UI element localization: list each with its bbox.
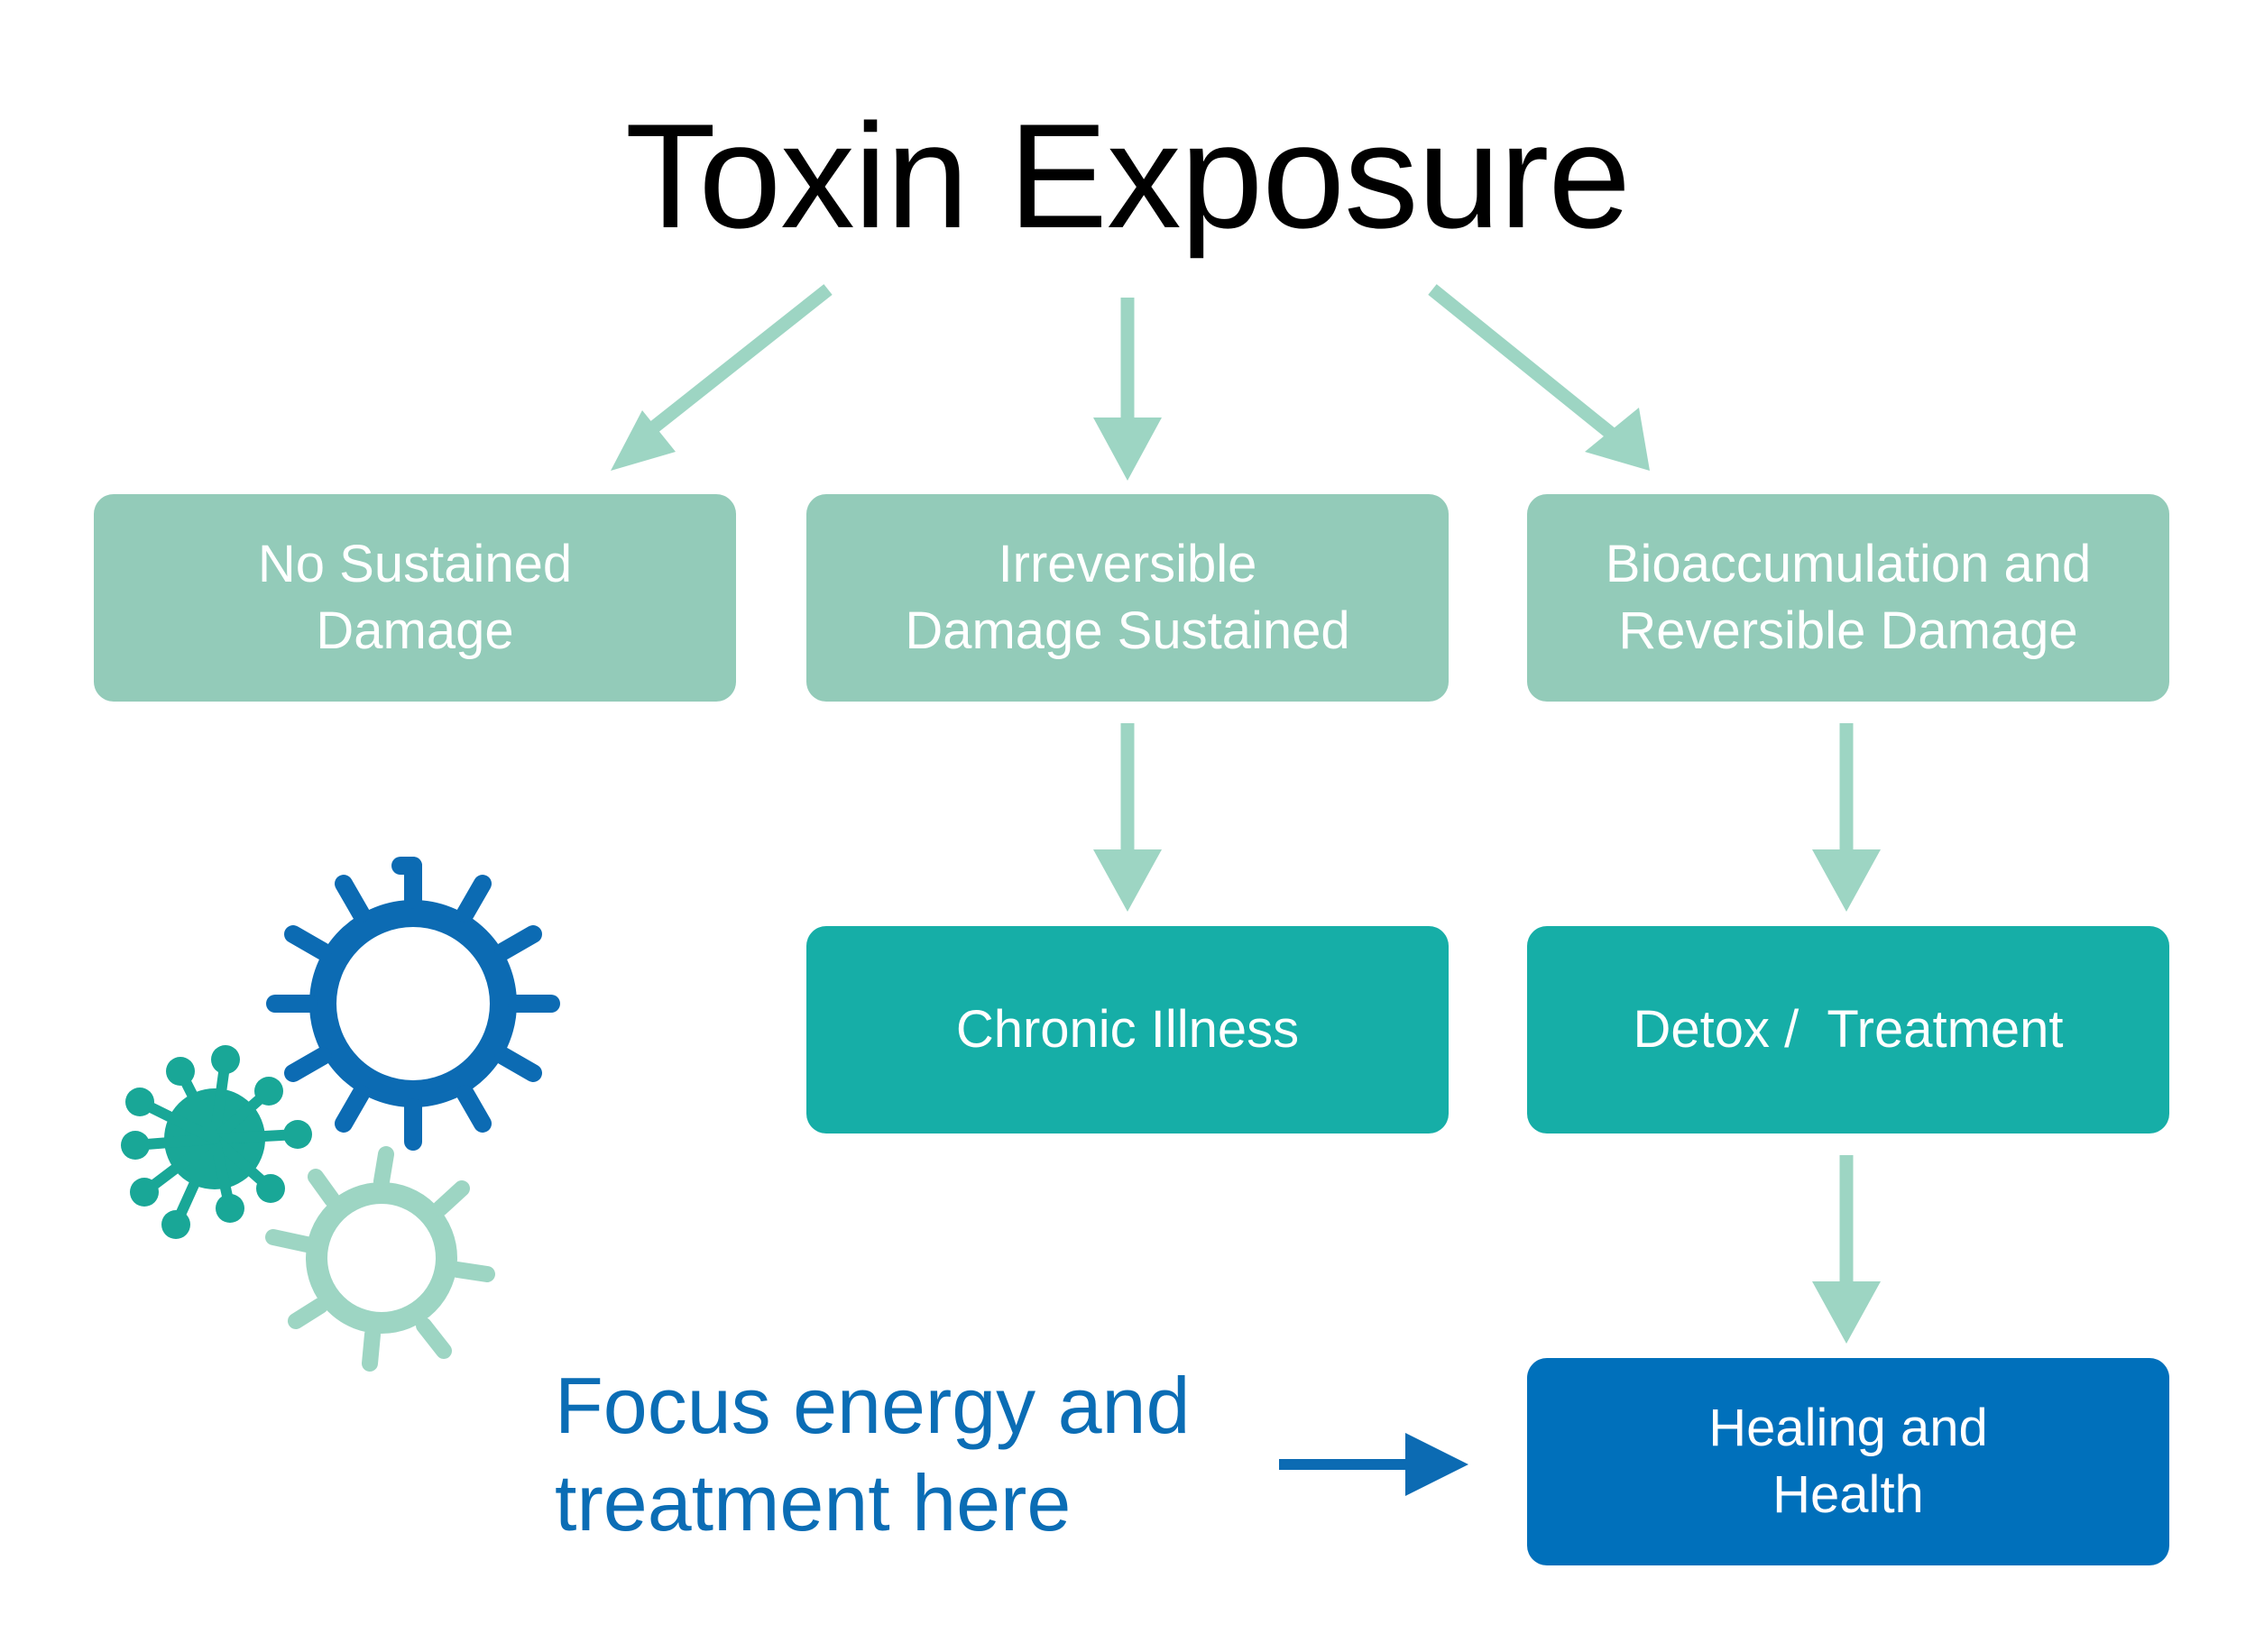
focus-note-line-1: Focus energy and [555, 1361, 1191, 1450]
box-no-sustained-damage: No Sustained Damage [94, 494, 736, 702]
focus-note-line-2: treatment here [555, 1458, 1072, 1547]
box-label-line-2: Reversible Damage [1618, 601, 2078, 660]
box-label-line-1: No Sustained [257, 535, 573, 593]
box-label-line-2: Damage Sustained [905, 601, 1350, 660]
box-label-line-1: Irreversible [998, 535, 1257, 593]
box-healing-health: Healing and Health [1527, 1358, 2169, 1565]
box-label-line-1: Bioaccumulation and [1605, 535, 2092, 593]
box-bioaccumulation: Bioaccumulation and Reversible Damage [1527, 494, 2169, 702]
arrow-irreversible-to-chronic [1093, 723, 1162, 912]
box-label-line-1: Healing and [1708, 1399, 1988, 1457]
box-detox-treatment: Detox / Treatment [1527, 926, 2169, 1133]
box-label: Detox / Treatment [1633, 1000, 2064, 1059]
germ-blue-icon [266, 857, 560, 1151]
arrow-focus-to-healing [1279, 1433, 1468, 1496]
box-irreversible-damage: Irreversible Damage Sustained [806, 494, 1449, 702]
box-label-line-2: Damage [316, 601, 514, 660]
diagram-title: Toxin Exposure [624, 93, 1631, 259]
germ-teal-icon [121, 1045, 312, 1239]
arrow-to-no-damage [611, 284, 833, 471]
arrow-to-bioaccumulation [1428, 284, 1650, 471]
box-chronic-illness: Chronic Illness [806, 926, 1449, 1133]
box-label: Chronic Illness [955, 1000, 1300, 1059]
box-label-line-2: Health [1772, 1465, 1924, 1524]
focus-note: Focus energy and treatment here [555, 1357, 1367, 1552]
arrow-bioaccumulation-to-detox [1812, 723, 1881, 912]
germ-mint-icon [265, 1146, 495, 1372]
arrow-to-irreversible [1093, 298, 1162, 481]
arrow-detox-to-healing [1812, 1155, 1881, 1344]
